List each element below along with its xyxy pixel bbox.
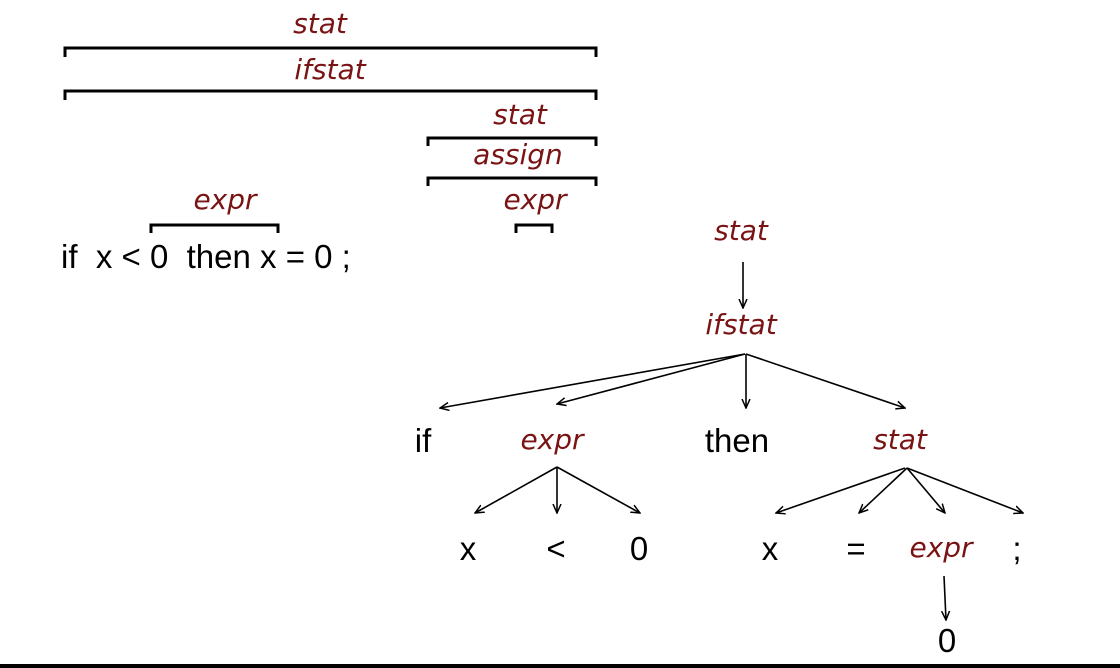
bracket-stat-top [63, 46, 598, 57]
edge [906, 467, 945, 513]
label-ifstat: ifstat [294, 53, 366, 86]
tree-view: stat ifstat if expr then stat x < 0 x = … [415, 214, 1023, 659]
bracket-view: stat ifstat stat assign expr expr if x <… [61, 7, 598, 275]
node-if: if [415, 422, 432, 459]
label-expr-left: expr [193, 183, 258, 216]
edge [556, 466, 640, 513]
node-expr-2: expr [909, 531, 974, 564]
source-sentence: if x < 0 then x = 0 ; [61, 238, 351, 275]
bracket-assign [426, 176, 598, 186]
edge [475, 466, 558, 513]
node-ifstat: ifstat [705, 308, 777, 341]
node-then: then [705, 422, 769, 459]
label-assign: assign [473, 138, 563, 171]
edge [557, 353, 746, 404]
leaf-eq: = [846, 530, 865, 567]
label-stat-inner: stat [493, 98, 548, 131]
leaf-lt: < [546, 530, 565, 567]
edge [859, 467, 908, 513]
edge [776, 467, 906, 513]
edge [745, 353, 905, 408]
label-stat-top: stat [293, 7, 348, 40]
edge [440, 353, 746, 408]
bracket-expr-right [514, 223, 554, 233]
bottom-border [0, 664, 1120, 668]
leaf-x: x [460, 530, 477, 567]
leaf-0: 0 [630, 530, 648, 567]
label-expr-right: expr [503, 183, 568, 216]
edge [944, 575, 946, 620]
node-stat-root: stat [714, 214, 769, 247]
leaf-0-2: 0 [938, 622, 956, 659]
node-stat: stat [873, 423, 928, 456]
leaf-semicolon: ; [1012, 530, 1021, 567]
bracket-expr-left [149, 223, 280, 233]
bracket-ifstat [63, 89, 598, 100]
leaf-x2: x [762, 530, 779, 567]
edge [906, 467, 1023, 513]
node-expr: expr [520, 423, 585, 456]
bracket-stat-inner [426, 136, 598, 146]
